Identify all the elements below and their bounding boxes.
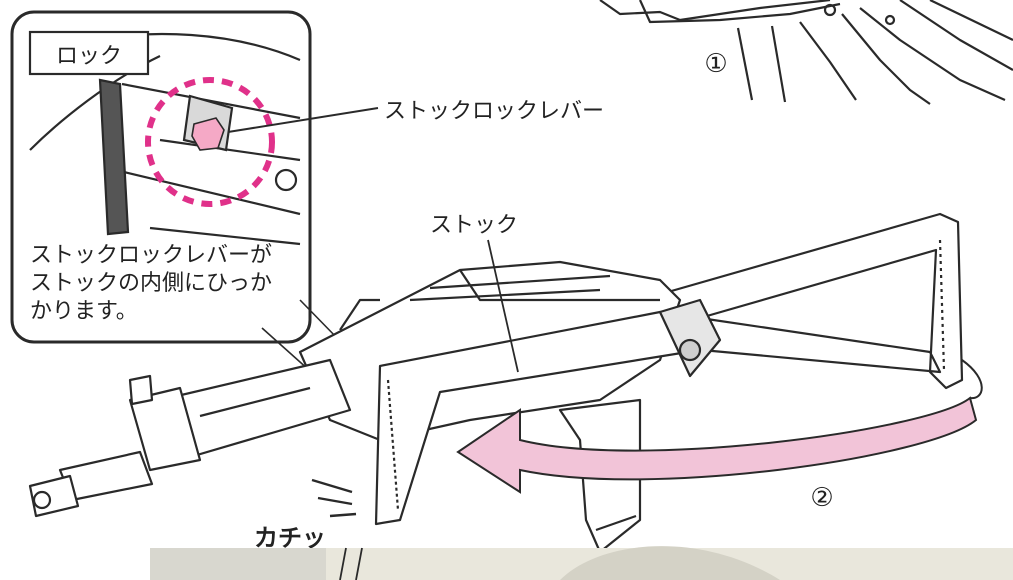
lever-leader-line: [227, 107, 379, 133]
lock-highlight-circle: [145, 77, 275, 207]
callout-note-line-2: ストックの内側にひっか: [30, 271, 272, 296]
bottom-strip-shape: [560, 546, 780, 580]
callout-note-line-1: ストックロックレバーが: [30, 243, 272, 268]
step1-illustration: [599, 0, 1013, 105]
bottom-strip-lines: [339, 547, 363, 580]
stock-leader-line: [487, 239, 519, 373]
stock-lock-lever-label: ストックロックレバー: [384, 99, 604, 124]
step1-number: ①: [704, 49, 727, 79]
lock-tag: ロック: [56, 44, 122, 69]
arrow-tail-curve: [961, 359, 983, 400]
stock-lock-lever-highlight: [191, 117, 225, 151]
stock-label: ストック: [430, 213, 518, 238]
step2-number: ②: [810, 483, 833, 513]
click-sound-label: カチッ: [254, 524, 326, 552]
click-sound-marks: [311, 478, 357, 518]
rifle-illustration: [28, 212, 964, 554]
bottom-strip-left: [150, 548, 326, 580]
lock-callout: ロック ストックロックレバーが ストックの内側にひっか かります。: [10, 10, 312, 344]
callout-note-line-3: かります。: [30, 299, 138, 324]
fold-direction-arrow: [456, 396, 978, 494]
